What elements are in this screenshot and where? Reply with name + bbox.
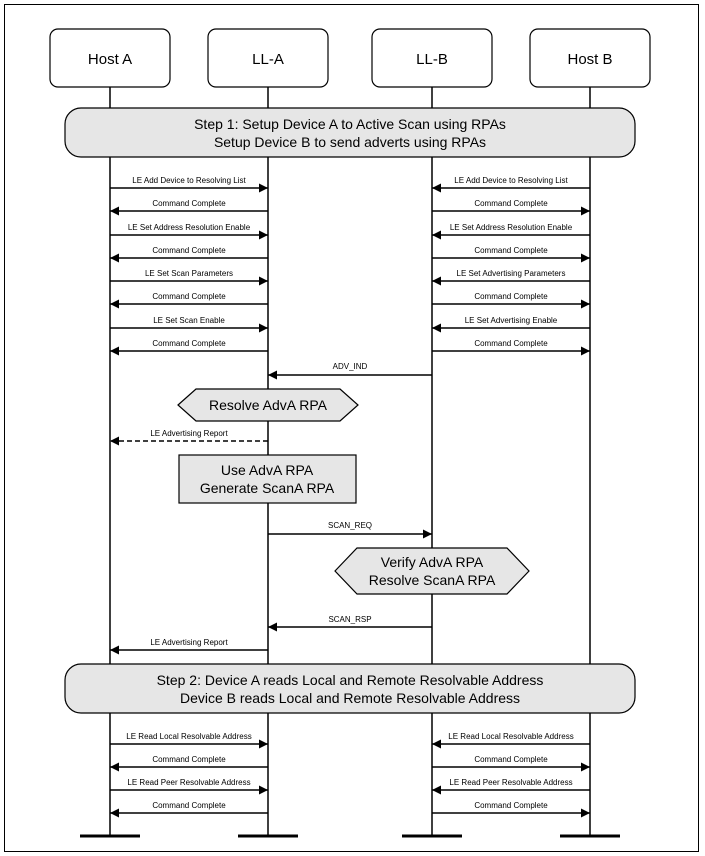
message-label: Command Complete	[474, 755, 548, 764]
message-label: ADV_IND	[333, 362, 368, 371]
message-label: Command Complete	[152, 801, 226, 810]
participant-box	[207, 28, 329, 88]
verify-adva-rpa: Verify AdvA RPA Resolve ScanA RPA	[334, 547, 530, 595]
message-label: SCAN_REQ	[328, 521, 372, 530]
step2-banner: Step 2: Device A reads Local and Remote …	[64, 663, 636, 714]
process-hexagon	[334, 547, 530, 595]
participant-box	[529, 28, 651, 88]
process-label-line1: Verify AdvA RPA	[381, 554, 484, 570]
read-messages-b: LE Read Local Resolvable Address Command…	[432, 732, 590, 818]
step1-line2: Setup Device B to send adverts using RPA…	[214, 134, 486, 150]
message-label: LE Set Address Resolution Enable	[128, 223, 251, 232]
adv-report-message-2: LE Advertising Report	[110, 638, 268, 655]
adv-ind-message: ADV_IND	[268, 362, 432, 380]
step2-line1: Step 2: Device A reads Local and Remote …	[157, 672, 544, 688]
adv-report-message-1: LE Advertising Report	[110, 429, 268, 446]
participant-box	[49, 28, 171, 88]
message-label: Command Complete	[152, 199, 226, 208]
figure-frame	[4, 4, 699, 852]
participant-label: Host B	[567, 51, 612, 68]
message-label: Command Complete	[152, 755, 226, 764]
participant-ll-a: LL-A	[207, 28, 329, 88]
step1-banner: Step 1: Setup Device A to Active Scan us…	[64, 107, 636, 158]
step-box	[64, 663, 636, 714]
message-label: Command Complete	[152, 246, 226, 255]
message-label: LE Add Device to Resolving List	[454, 176, 568, 185]
process-label-line1: Use AdvA RPA	[221, 462, 314, 478]
setup-messages-b: LE Add Device to Resolving List Command …	[432, 176, 590, 356]
message-label: LE Read Peer Resolvable Address	[127, 778, 250, 787]
scan-rsp-message: SCAN_RSP	[268, 615, 432, 632]
message-label: Command Complete	[152, 339, 226, 348]
participant-label: LL-B	[416, 51, 448, 68]
participant-host-b: Host B	[529, 28, 651, 88]
step1-line1: Step 1: Setup Device A to Active Scan us…	[194, 116, 506, 132]
participant-host-a: Host A	[49, 28, 171, 88]
message-label: LE Read Local Resolvable Address	[126, 732, 251, 741]
message-label: LE Set Advertising Parameters	[457, 269, 566, 278]
read-messages-a: LE Read Local Resolvable Address Command…	[110, 732, 268, 818]
use-adva-rpa: Use AdvA RPA Generate ScanA RPA	[178, 454, 357, 504]
participant-label: LL-A	[252, 51, 284, 68]
message-label: LE Read Local Resolvable Address	[448, 732, 573, 741]
message-label: LE Advertising Report	[150, 429, 228, 438]
message-label: LE Set Scan Parameters	[145, 269, 233, 278]
participant-label: Host A	[88, 51, 132, 68]
participant-box	[371, 28, 493, 88]
setup-messages-a: LE Add Device to Resolving List Command …	[110, 176, 268, 356]
message-label: LE Advertising Report	[150, 638, 228, 647]
step-box	[64, 107, 636, 158]
process-label-line2: Generate ScanA RPA	[200, 480, 335, 496]
message-label: Command Complete	[474, 292, 548, 301]
process-box	[178, 454, 357, 504]
participant-ll-b: LL-B	[371, 28, 493, 88]
message-label: Command Complete	[474, 246, 548, 255]
message-label: Command Complete	[474, 339, 548, 348]
message-label: LE Set Address Resolution Enable	[450, 223, 573, 232]
message-label: LE Read Peer Resolvable Address	[449, 778, 572, 787]
message-label: LE Set Advertising Enable	[465, 316, 558, 325]
scan-req-message: SCAN_REQ	[268, 521, 432, 539]
message-label: LE Add Device to Resolving List	[132, 176, 246, 185]
step2-line2: Device B reads Local and Remote Resolvab…	[180, 690, 520, 706]
message-label: LE Set Scan Enable	[153, 316, 225, 325]
resolve-adva-rpa: Resolve AdvA RPA	[177, 388, 359, 422]
process-label-line2: Resolve ScanA RPA	[369, 572, 496, 588]
message-label: Command Complete	[474, 801, 548, 810]
message-label: SCAN_RSP	[328, 615, 371, 624]
message-label: Command Complete	[152, 292, 226, 301]
message-label: Command Complete	[474, 199, 548, 208]
process-label: Resolve AdvA RPA	[209, 397, 328, 413]
process-hexagon	[177, 388, 359, 422]
